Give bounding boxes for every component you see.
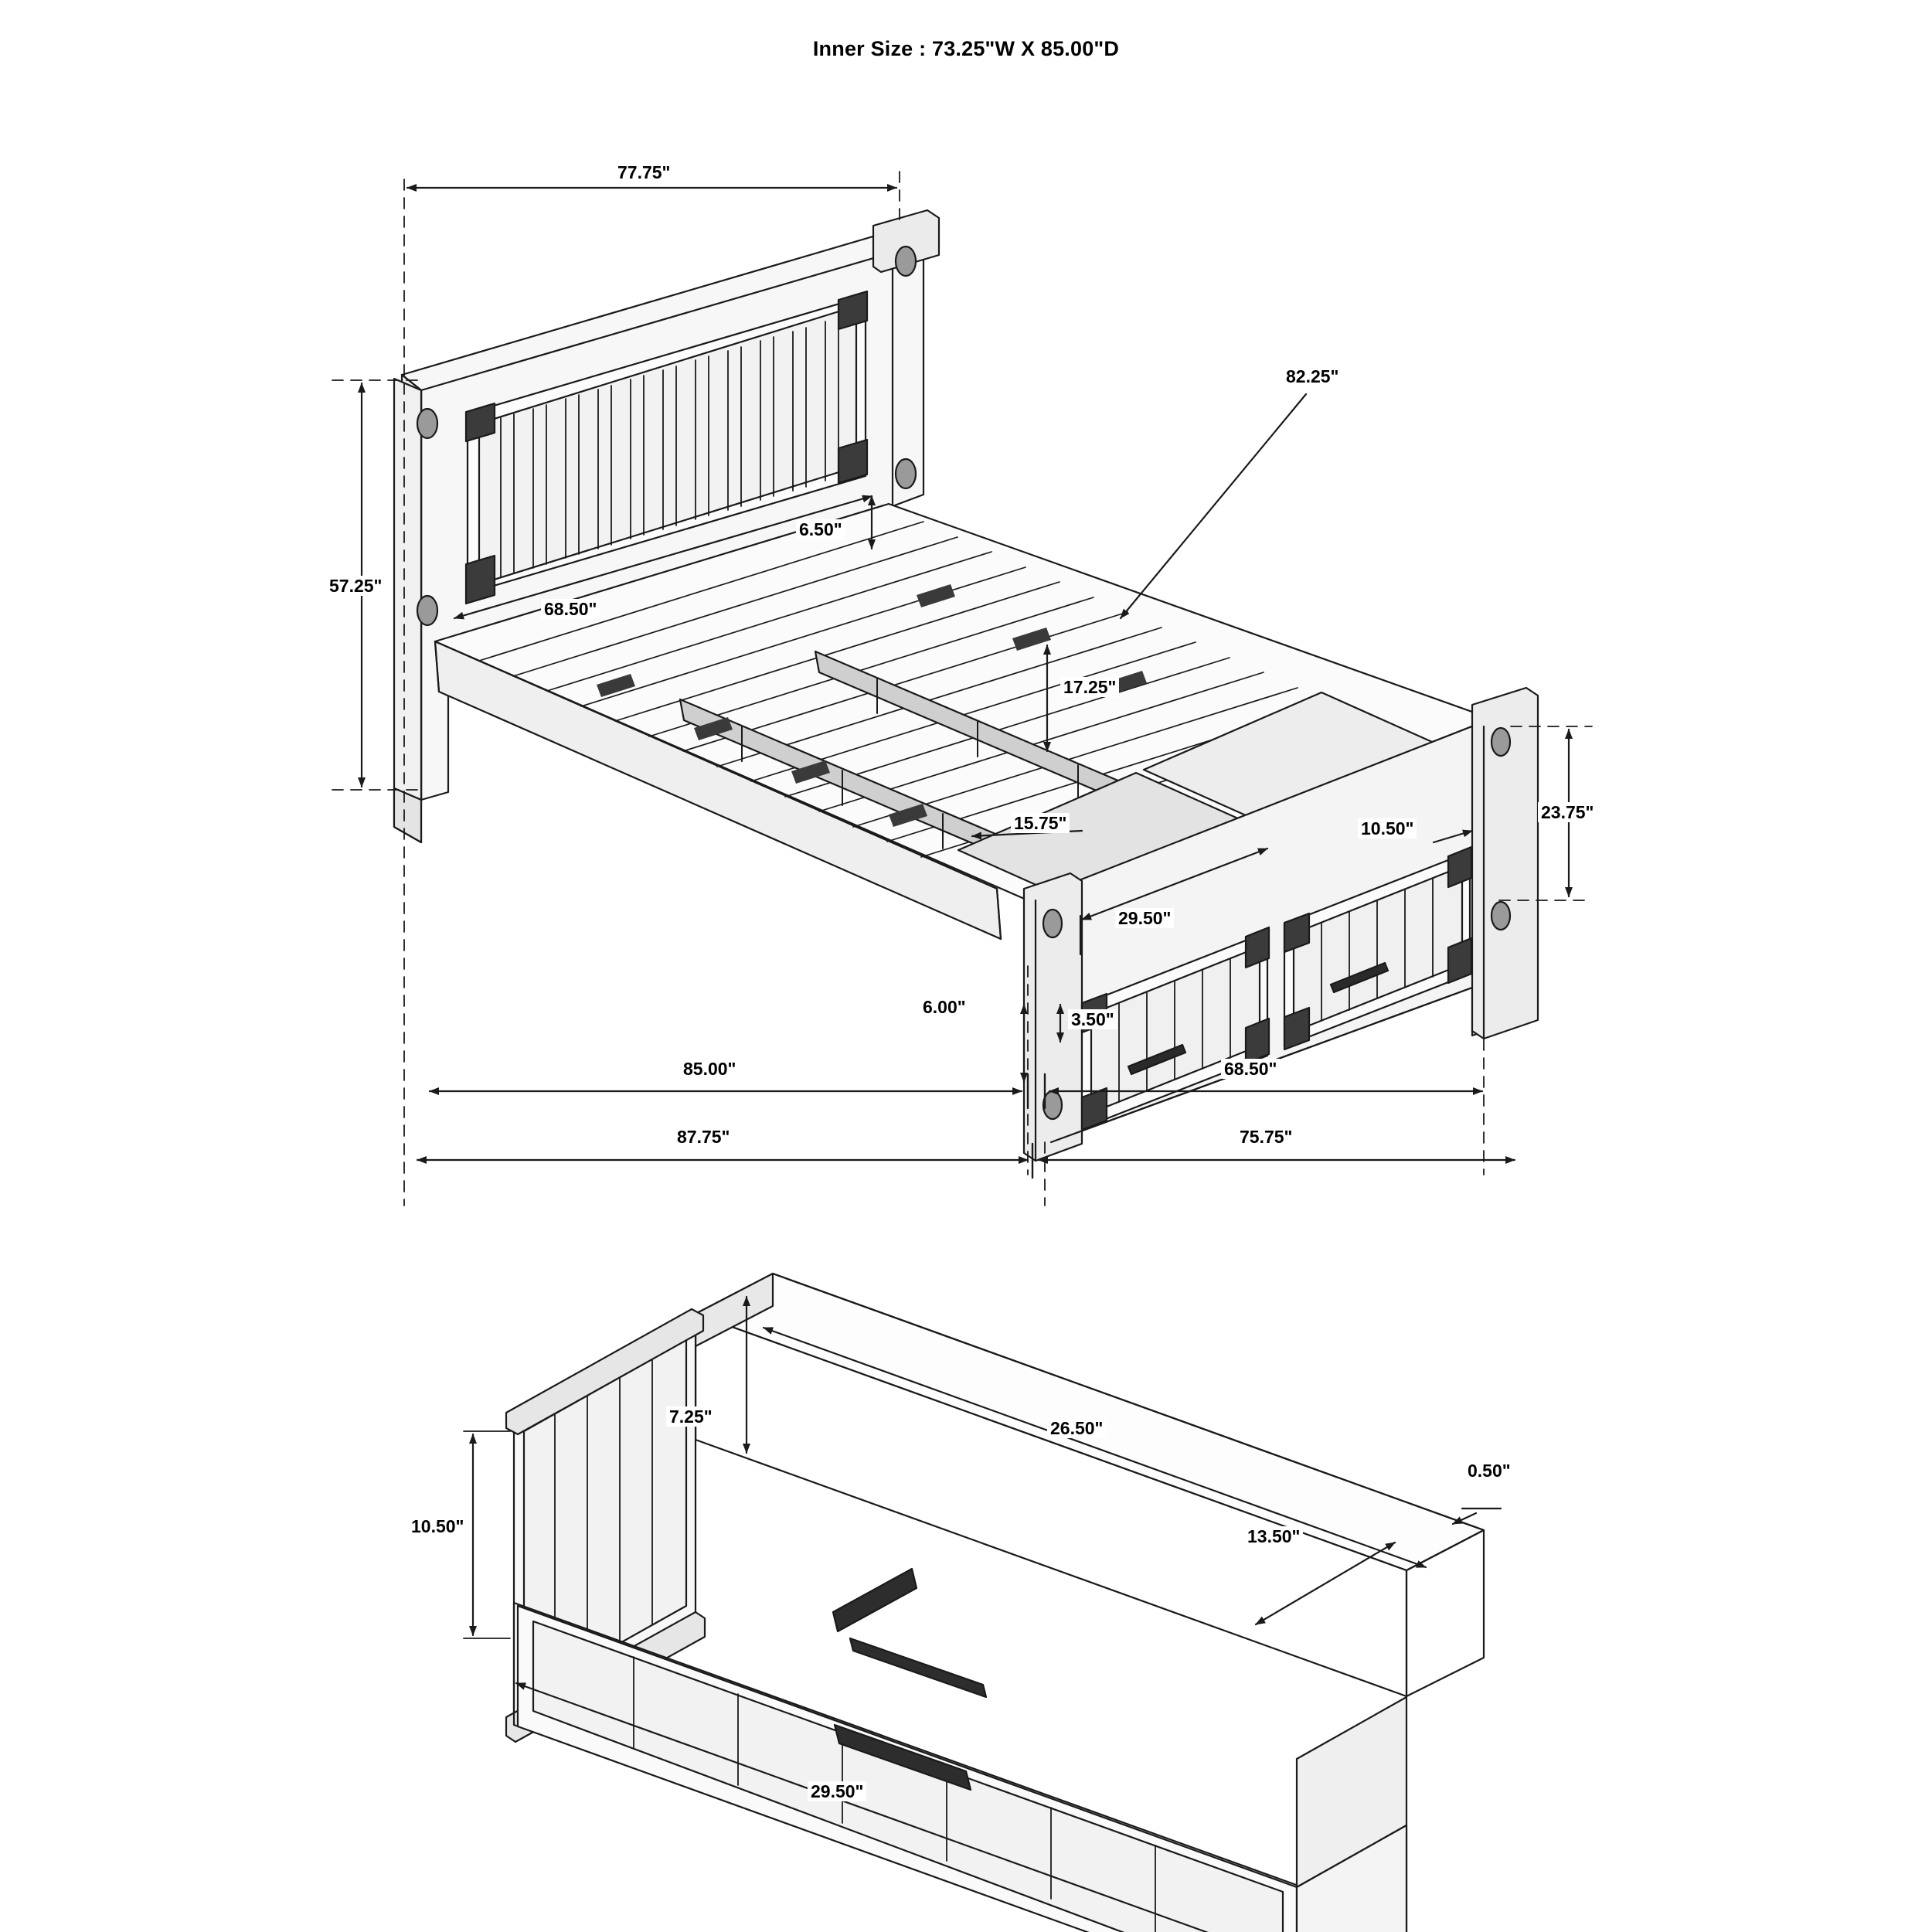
dim-headboard-gap: 6.50" bbox=[796, 519, 845, 539]
page-title: Inner Size : 73.25"W X 85.00"D bbox=[812, 37, 1120, 60]
dim-overall-length: 87.75" bbox=[674, 1127, 733, 1147]
dim-slat-span: 68.50" bbox=[541, 599, 600, 619]
dim-drawer-depth-diagonal: 15.75" bbox=[1011, 813, 1070, 833]
dim-floor-gap: 3.50" bbox=[1068, 1009, 1117, 1029]
dim-headboard-height: 57.25" bbox=[326, 576, 386, 596]
dim-drawer-front-width: 29.50" bbox=[808, 1781, 867, 1801]
dim-drawer-interior-depth: 13.50" bbox=[1244, 1526, 1304, 1546]
dim-footboard-inner-width: 68.50" bbox=[1221, 1059, 1281, 1079]
dim-footboard-panel-height: 10.50" bbox=[1358, 818, 1417, 838]
dim-deck-height: 17.25" bbox=[1060, 677, 1120, 697]
dim-drawer-front-height: 10.50" bbox=[408, 1516, 468, 1536]
dim-drawer-wall-thickness: 0.50" bbox=[1464, 1461, 1514, 1481]
dim-footboard-panel-width: 29.50" bbox=[1115, 908, 1175, 928]
dim-bed-length-diagonal: 82.25" bbox=[1283, 366, 1342, 386]
dim-footboard-height: 23.75" bbox=[1538, 802, 1597, 822]
dim-mattress-length: 85.00" bbox=[680, 1059, 740, 1079]
dim-drawer-interior-height: 7.25" bbox=[666, 1406, 716, 1427]
dim-drawer-interior-length: 26.50" bbox=[1047, 1418, 1107, 1438]
dim-headboard-width: 77.75" bbox=[614, 162, 674, 182]
dim-leg-clearance: 6.00" bbox=[920, 997, 969, 1017]
dim-overall-width: 75.75" bbox=[1236, 1127, 1296, 1147]
